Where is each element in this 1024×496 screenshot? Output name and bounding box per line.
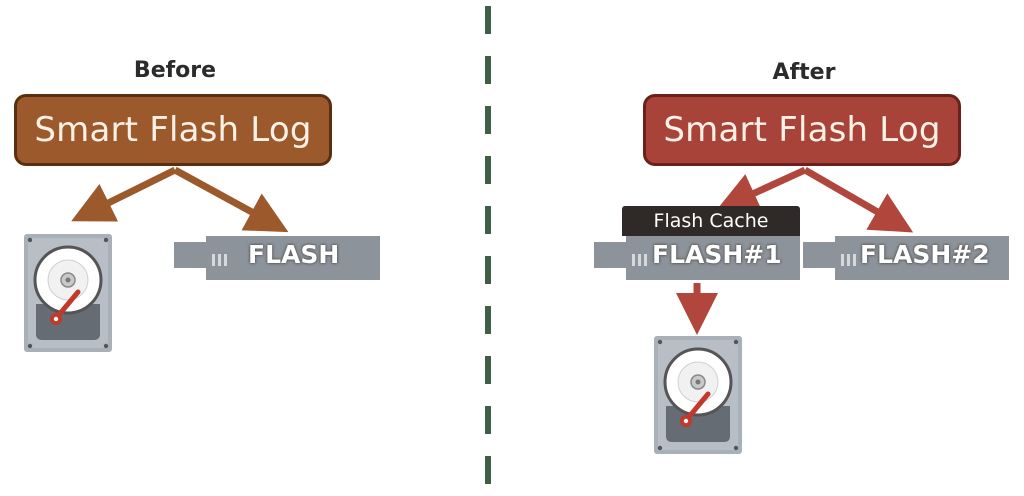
before-smart-flash-log-label: Smart Flash Log [34,110,312,150]
arrow-icon [173,166,289,233]
flash-cache-label: Flash Cache [653,210,769,232]
after-smart-flash-log-box: Smart Flash Log [643,94,961,166]
arrow-icon [71,166,177,222]
flash-cache-badge: Flash Cache [622,206,800,236]
after-heading: After [772,60,836,85]
hard-disk-icon [24,234,112,352]
after-smart-flash-log-label: Smart Flash Log [663,110,941,150]
before-flash-label: FLASH [248,240,340,269]
arrow-icon [715,166,807,213]
before-heading: Before [133,58,217,83]
hard-disk-icon [654,336,742,454]
after-flash1-label: FLASH#1 [652,240,782,269]
arrow-icon [803,166,914,233]
after-flash2-label: FLASH#2 [860,240,990,269]
before-smart-flash-log-box: Smart Flash Log [14,94,332,166]
